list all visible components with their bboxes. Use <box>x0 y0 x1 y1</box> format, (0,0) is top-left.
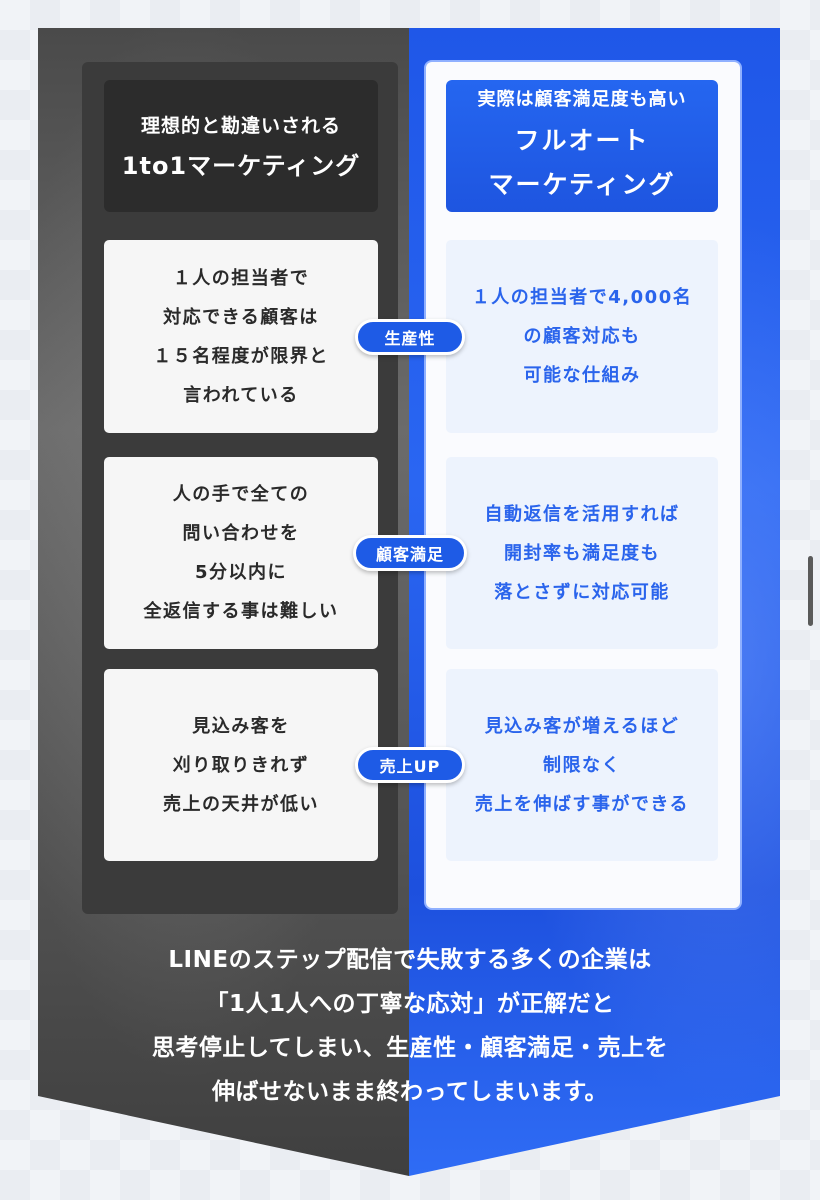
scrollbar-thumb[interactable] <box>808 556 813 626</box>
card-line: 5分以内に <box>194 562 288 583</box>
right-header-subtitle: 実際は顧客満足度も高い <box>477 89 687 110</box>
card-line: 売上の天井が低い <box>163 793 319 815</box>
card-line: １５名程度が限界と <box>153 345 329 367</box>
badge-satisfaction: 顧客満足 <box>353 535 467 571</box>
card-line: 可能な仕組み <box>523 365 641 386</box>
card-line: 見込み客を <box>192 715 290 737</box>
badge-sales-up: 売上UP <box>355 747 465 783</box>
left-card-satisfaction: 人の手で全ての 問い合わせを 5分以内に 全返信する事は難しい <box>104 457 378 649</box>
left-card-sales: 見込み客を 刈り取りきれず 売上の天井が低い <box>104 669 378 861</box>
card-line: の顧客対応も <box>523 326 641 347</box>
card-line: １人の担当者で4,000名 <box>471 287 693 308</box>
left-header-subtitle: 理想的と勘違いされる <box>140 115 341 137</box>
card-line: 言われている <box>183 384 299 406</box>
conclusion-line: 思考停止してしまい、生産性・顧客満足・売上を <box>151 1035 669 1061</box>
card-line: 人の手で全ての <box>172 484 310 505</box>
right-card-satisfaction: 自動返信を活用すれば 開封率も満足度も 落とさずに対応可能 <box>446 457 718 649</box>
right-card-sales: 見込み客が増えるほど 制限なく 売上を伸ばす事ができる <box>446 669 718 861</box>
right-header-title-line2: マーケティング <box>488 170 676 199</box>
conclusion-text: LINEのステップ配信で失敗する多くの企業は 「1人1人への丁寧な応対」が正解だ… <box>40 938 780 1114</box>
left-column-header: 理想的と勘違いされる 1to1マーケティング <box>104 80 378 212</box>
right-header-title: フルオート マーケティング <box>488 119 675 207</box>
card-line: 制限なく <box>542 754 621 776</box>
card-line: 全返信する事は難しい <box>143 601 339 622</box>
card-line: 自動返信を活用すれば <box>484 503 680 525</box>
conclusion-line: 伸ばせないまま終わってしまいます。 <box>211 1079 609 1105</box>
conclusion-line: LINEのステップ配信で失敗する多くの企業は <box>168 947 652 973</box>
card-line: １人の担当者で <box>172 267 310 289</box>
badge-productivity: 生産性 <box>355 319 465 355</box>
card-line: 開封率も満足度も <box>504 542 660 564</box>
left-header-title: 1to1マーケティング <box>121 152 361 180</box>
right-header-title-line1: フルオート <box>514 126 650 155</box>
left-card-productivity: １人の担当者で 対応できる顧客は １５名程度が限界と 言われている <box>104 240 378 433</box>
card-line: 落とさずに対応可能 <box>494 581 670 603</box>
right-card-productivity: １人の担当者で4,000名 の顧客対応も 可能な仕組み <box>446 240 718 433</box>
card-line: 対応できる顧客は <box>163 306 319 328</box>
card-line: 売上を伸ばす事ができる <box>474 793 690 815</box>
card-line: 問い合わせを <box>182 523 300 544</box>
conclusion-line: 「1人1人への丁寧な応対」が正解だと <box>205 991 615 1017</box>
right-column-header: 実際は顧客満足度も高い フルオート マーケティング <box>446 80 718 212</box>
card-line: 刈り取りきれず <box>172 754 310 776</box>
card-line: 見込み客が増えるほど <box>484 715 680 737</box>
